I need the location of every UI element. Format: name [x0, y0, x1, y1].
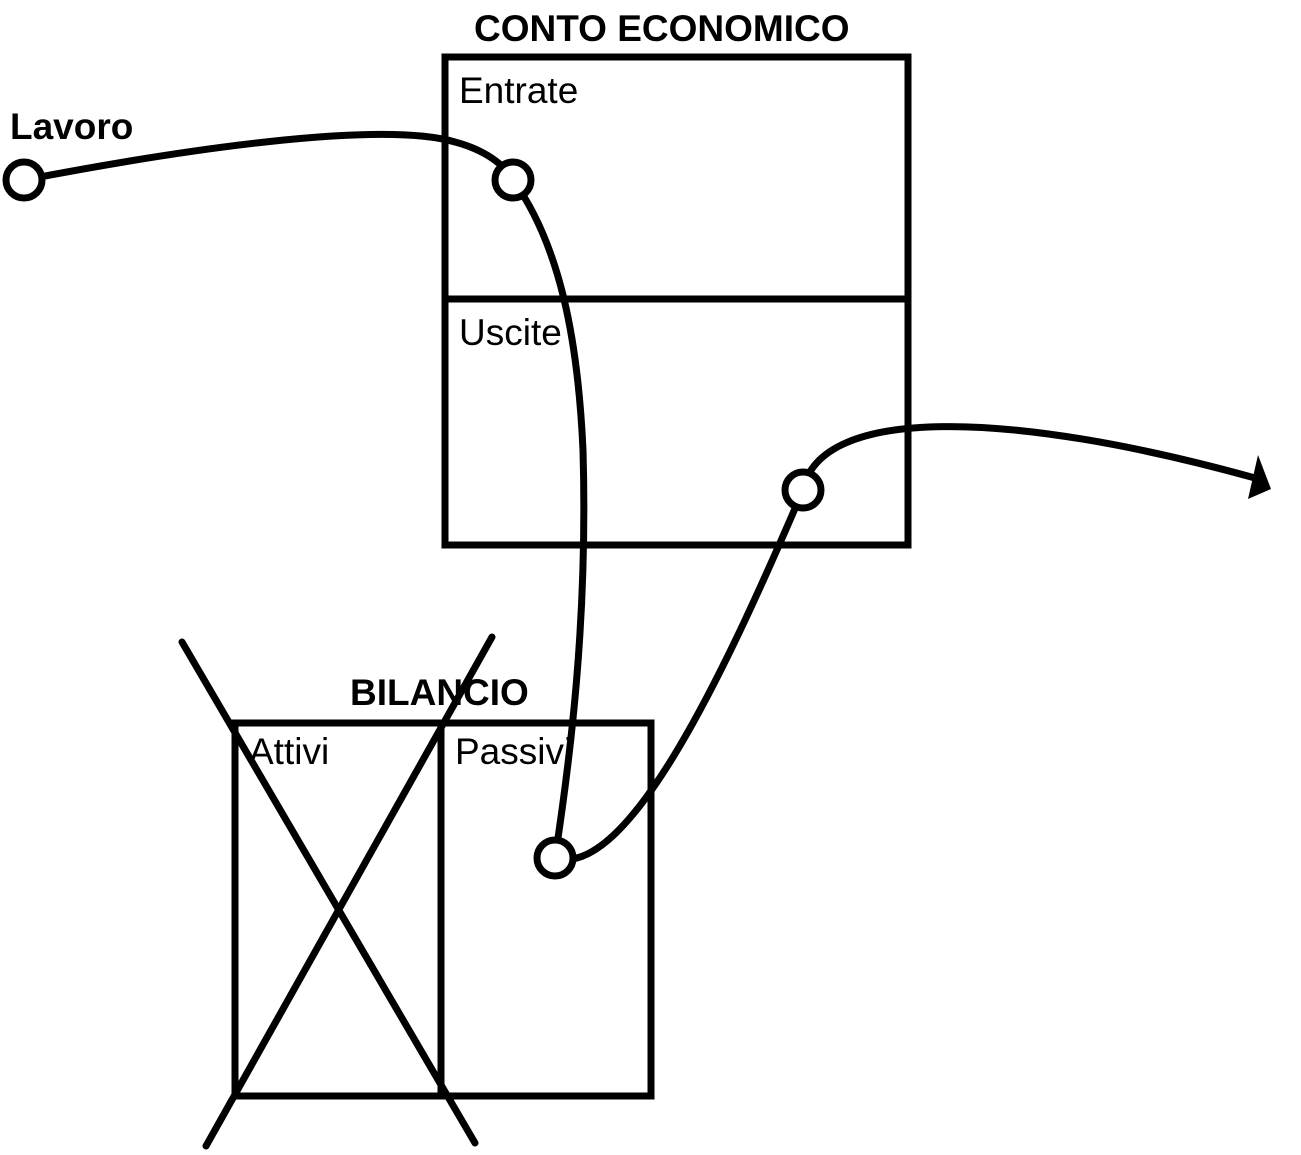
uscite-label: Uscite [459, 312, 562, 353]
conto-economico-title: CONTO ECONOMICO [474, 8, 850, 49]
flow-path-passivi-to-uscite [551, 486, 807, 864]
bilancio-title: BILANCIO [350, 672, 529, 713]
node-entrate [491, 158, 535, 202]
cross-line-1 [178, 638, 479, 1147]
arrowhead-icon [1248, 455, 1271, 499]
node-uscite [781, 468, 825, 512]
node-passivi [533, 836, 577, 880]
node-lavoro [2, 158, 46, 202]
cross-line-2 [202, 633, 496, 1150]
lavoro-label: Lavoro [10, 106, 134, 147]
flow-path-out [799, 423, 1259, 494]
passivi-label: Passivi [455, 731, 573, 772]
flow-path-entrate-to-passivi [509, 176, 588, 862]
entrate-label: Entrate [459, 70, 579, 111]
flow-path-lavoro-to-entrate [20, 130, 517, 184]
attivi-label: Attivi [249, 731, 330, 772]
